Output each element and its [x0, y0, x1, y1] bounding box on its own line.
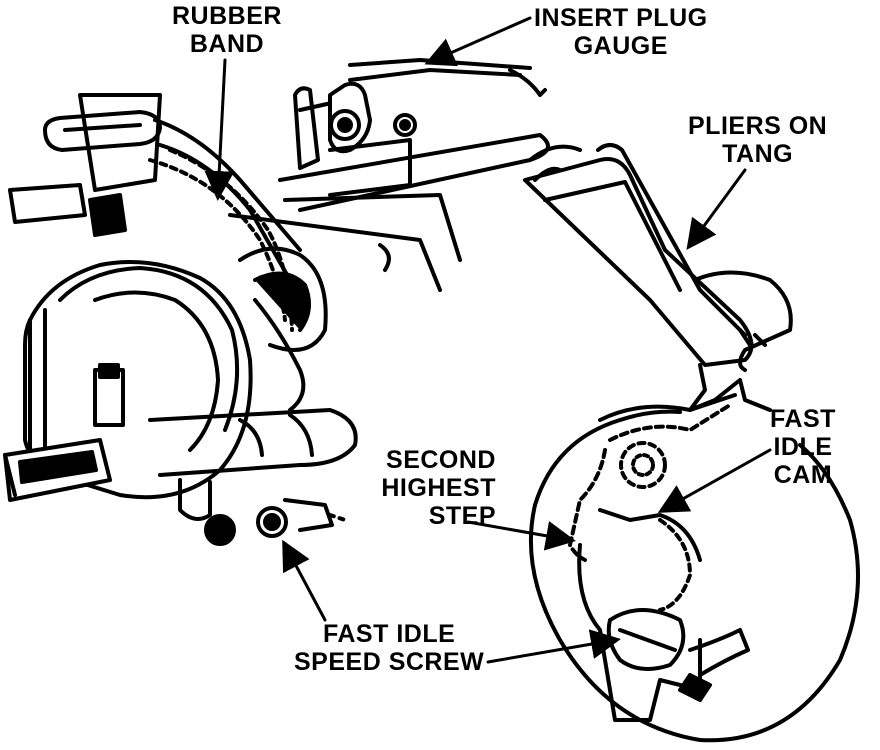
leader-lines: [204, 16, 772, 664]
choke-housing: [3, 260, 253, 502]
pliers-on-tang-label: PLIERS ON TANG: [688, 112, 827, 168]
detail-circle: [528, 393, 860, 743]
fast-idle-speed-screw-label-line-1: FAST IDLE: [322, 620, 456, 648]
pliers-on-tang-label-line-2: TANG: [722, 140, 794, 168]
fast-idle-speed-screw-label: FAST IDLE SPEED SCREW: [294, 620, 484, 676]
fast-idle-cam-label-line-1: FAST: [770, 405, 836, 433]
second-highest-step-label: SECOND HIGHEST STEP: [368, 446, 496, 530]
fast-idle-cam-label-line-2: IDLE: [773, 433, 833, 461]
choke-plate-area: [228, 58, 550, 292]
pliers: [523, 143, 793, 412]
fast-idle-speed-screw-label-line-2: SPEED SCREW: [294, 648, 485, 676]
second-highest-step-label-line-2: HIGHEST: [381, 474, 496, 502]
rubber-band-label: RUBBER BAND: [172, 2, 282, 58]
pliers-on-tang-label-line-1: PLIERS ON: [688, 112, 828, 140]
rubber-band-label-line-1: RUBBER: [172, 2, 282, 30]
upper-linkage: [8, 93, 328, 412]
rubber-band-label-line-2: BAND: [189, 30, 265, 58]
throttle-shaft: [148, 408, 358, 546]
insert-plug-gauge-label-line-2: GAUGE: [573, 32, 668, 60]
second-highest-step-label-line-1: SECOND: [386, 446, 496, 474]
insert-plug-gauge-label: INSERT PLUG GAUGE: [534, 4, 708, 60]
fast-idle-cam-label-line-3: CAM: [773, 461, 833, 489]
insert-plug-gauge-label-line-1: INSERT PLUG: [534, 4, 708, 32]
fast-idle-cam-label: FAST IDLE CAM: [770, 405, 836, 489]
second-highest-step-label-line-3: STEP: [428, 502, 496, 530]
